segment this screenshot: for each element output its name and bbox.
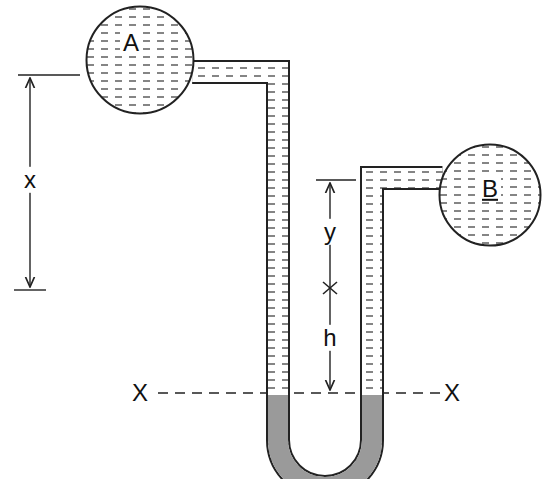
datum-label: X xyxy=(441,380,463,406)
manometer-tube xyxy=(192,72,442,479)
tube-centerline xyxy=(192,72,442,479)
tube-wall xyxy=(192,72,442,479)
tube-liquid xyxy=(192,72,442,479)
dimension-tick xyxy=(18,74,80,75)
vessel-label: B xyxy=(479,176,501,202)
dimension-label: y xyxy=(321,219,339,245)
dimension-label: h xyxy=(320,325,339,351)
vessel-liquid xyxy=(440,145,541,246)
manometer-fluid xyxy=(278,395,372,479)
datum-line xyxy=(158,392,440,393)
dimension-tick xyxy=(14,289,46,290)
dimension-line xyxy=(329,183,330,390)
datum-label: X xyxy=(129,380,151,406)
dimension-tick xyxy=(316,179,356,180)
cross-mark xyxy=(323,282,337,294)
vessel-circle: B xyxy=(438,143,542,247)
vessel-circle: A xyxy=(85,5,195,115)
vessel-liquid xyxy=(87,7,194,114)
dimension-label: x xyxy=(21,167,39,193)
vessel-label: A xyxy=(120,30,142,56)
vessel-outline xyxy=(85,5,195,115)
cross-mark xyxy=(323,282,337,294)
